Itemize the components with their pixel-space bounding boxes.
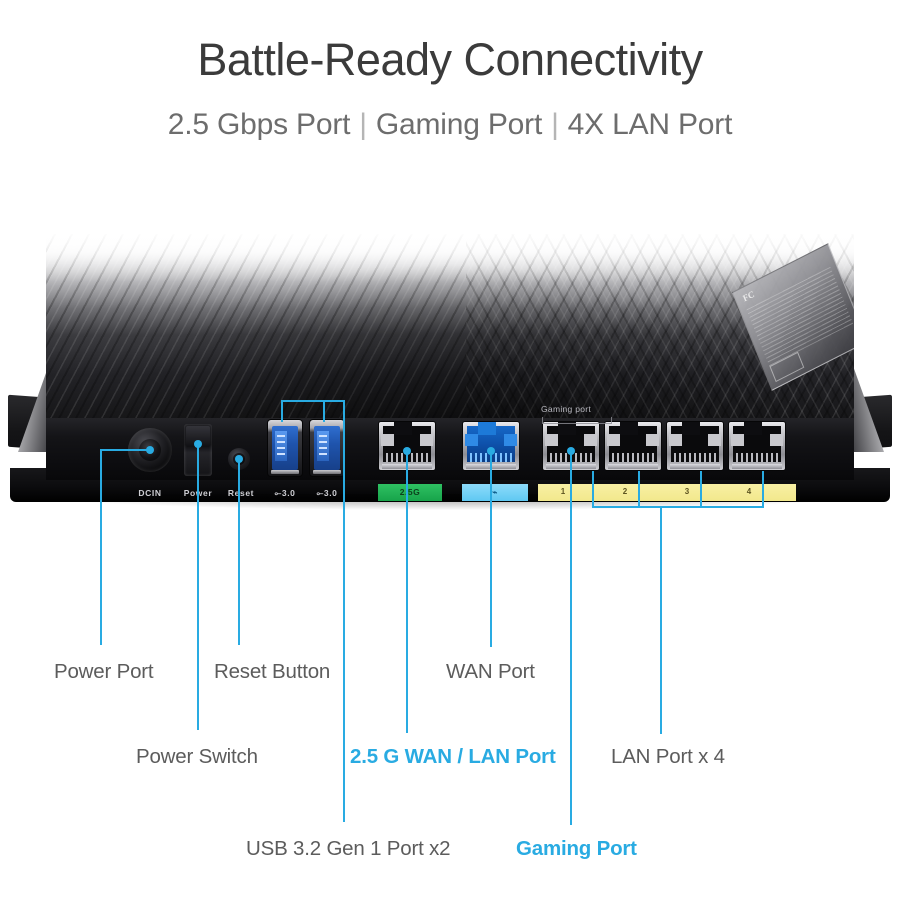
speed-band-label: 2.5G xyxy=(399,487,421,497)
callout-line-power-port-h xyxy=(100,449,150,451)
rj45-lan-3-base xyxy=(670,464,720,469)
callout-line-power-port-v xyxy=(100,449,102,645)
lan-band-number-1: 1 xyxy=(560,487,566,496)
sticker-fc-mark: FC xyxy=(741,288,756,304)
rj45-lan-3-contacts xyxy=(674,453,716,462)
rj45-lan-3-keyway xyxy=(682,422,700,435)
rj45-lan-port-3[interactable] xyxy=(667,422,723,470)
callout-line-reset-button xyxy=(238,459,240,645)
usb-port-1-lip xyxy=(271,470,299,474)
callout-line-usb2-stub xyxy=(323,400,325,422)
callout-line-lan2-stub xyxy=(638,471,640,508)
callout-label-lan-port-x4: LAN Port x 4 xyxy=(611,745,725,768)
page-title: Battle-Ready Connectivity xyxy=(197,34,703,85)
rj45-lan-4-keyway xyxy=(744,422,762,435)
subtitle-separator-2: | xyxy=(551,108,559,141)
rj45-lan-1-shoulder-left xyxy=(545,434,558,446)
subtitle-part-3: 4X LAN Port xyxy=(567,108,733,141)
sticker-fine-print xyxy=(746,265,854,367)
lan-band: 1 2 3 4 xyxy=(538,484,796,501)
power-switch-rocker xyxy=(186,426,210,447)
deck-vignette xyxy=(46,234,854,452)
usb-port-1-pins xyxy=(277,435,285,457)
rj45-2g5-keyway xyxy=(394,422,412,435)
usb-port-2[interactable] xyxy=(310,420,344,476)
rj45-wan-keyway xyxy=(478,422,496,435)
lan-band-number-3: 3 xyxy=(684,487,690,496)
rj45-lan-2-contacts xyxy=(612,453,654,462)
rj45-lan-2-shoulder-left xyxy=(607,434,620,446)
callout-line-lan-drop xyxy=(660,506,662,734)
subtitle-part-1: 2.5 Gbps Port xyxy=(167,108,351,141)
rj45-lan-2-base xyxy=(608,464,658,469)
rj45-lan-port-4[interactable] xyxy=(729,422,785,470)
rj45-lan-4-shoulder-right xyxy=(770,434,783,446)
rj45-lan-2-shoulder-right xyxy=(646,434,659,446)
callout-label-reset-button: Reset Button xyxy=(214,660,331,683)
rj45-lan-1-shoulder-right xyxy=(584,434,597,446)
callout-line-lan4-stub xyxy=(762,471,764,508)
wan-band: ⌁ xyxy=(462,484,528,501)
rj45-2g5-shoulder-left xyxy=(381,434,394,446)
callout-line-gaming-port xyxy=(570,451,572,825)
rj45-lan-2-keyway xyxy=(620,422,638,435)
rj45-wan-shoulder-left xyxy=(465,434,478,446)
subtitle-separator-1: | xyxy=(359,108,367,141)
callout-line-wan-port xyxy=(490,451,492,647)
rj45-lan-4-base xyxy=(732,464,782,469)
gaming-port-marking: Gaming port xyxy=(541,404,592,414)
callout-label-power-port: Power Port xyxy=(54,660,154,683)
callout-line-lan3-stub xyxy=(700,471,702,508)
page-subtitle: 2.5 Gbps Port|Gaming Port|4X LAN Port xyxy=(0,108,900,142)
callout-line-usb-bracket xyxy=(281,400,345,402)
subtitle-part-2: Gaming Port xyxy=(375,108,543,141)
wan-globe-icon: ⌁ xyxy=(492,487,498,497)
silkscreen-dcin: DCIN xyxy=(138,488,162,498)
rj45-wan-shoulder-right xyxy=(504,434,517,446)
usb-port-1[interactable] xyxy=(268,420,302,476)
gaming-port-bracket xyxy=(542,417,612,424)
speed-band-2g5: 2.5G xyxy=(378,484,442,501)
callout-dot-power-port xyxy=(146,446,154,454)
rj45-lan-4-contacts xyxy=(736,453,778,462)
rj45-lan-4-shoulder-left xyxy=(731,434,744,446)
router-top-deck: FC xyxy=(46,234,854,452)
silkscreen-usb1: ⟜3.0 xyxy=(274,488,296,498)
lan-band-number-2: 2 xyxy=(622,487,628,496)
callout-label-wan-port: WAN Port xyxy=(446,660,535,683)
callout-line-usb1-stub xyxy=(281,400,283,422)
silkscreen-reset: Reset xyxy=(227,488,255,498)
callout-label-power-switch: Power Switch xyxy=(136,745,258,768)
callout-label-gaming-port: Gaming Port xyxy=(516,837,637,860)
silkscreen-usb2: ⟜3.0 xyxy=(316,488,338,498)
lan-band-number-4: 4 xyxy=(746,487,752,496)
rj45-lan-3-shoulder-left xyxy=(669,434,682,446)
router-product-image: FC xyxy=(0,232,900,582)
callout-line-25g-port xyxy=(406,451,408,733)
rj45-lan-port-2[interactable] xyxy=(605,422,661,470)
rj45-2g5-shoulder-right xyxy=(420,434,433,446)
rj45-lan-3-shoulder-right xyxy=(708,434,721,446)
callout-line-power-switch xyxy=(197,444,199,730)
rj45-lan-1-keyway xyxy=(558,422,576,435)
callout-label-25g-wan-lan-port: 2.5 G WAN / LAN Port xyxy=(350,745,556,768)
usb-port-2-pins xyxy=(319,435,327,457)
usb-port-2-lip xyxy=(313,470,341,474)
callout-label-usb-ports: USB 3.2 Gen 1 Port x2 xyxy=(246,837,451,860)
rj45-2g5-port[interactable] xyxy=(379,422,435,470)
callout-line-lan-bracket xyxy=(592,506,764,508)
callout-line-usb-drop xyxy=(343,400,345,822)
callout-line-lan1-stub xyxy=(592,471,594,508)
